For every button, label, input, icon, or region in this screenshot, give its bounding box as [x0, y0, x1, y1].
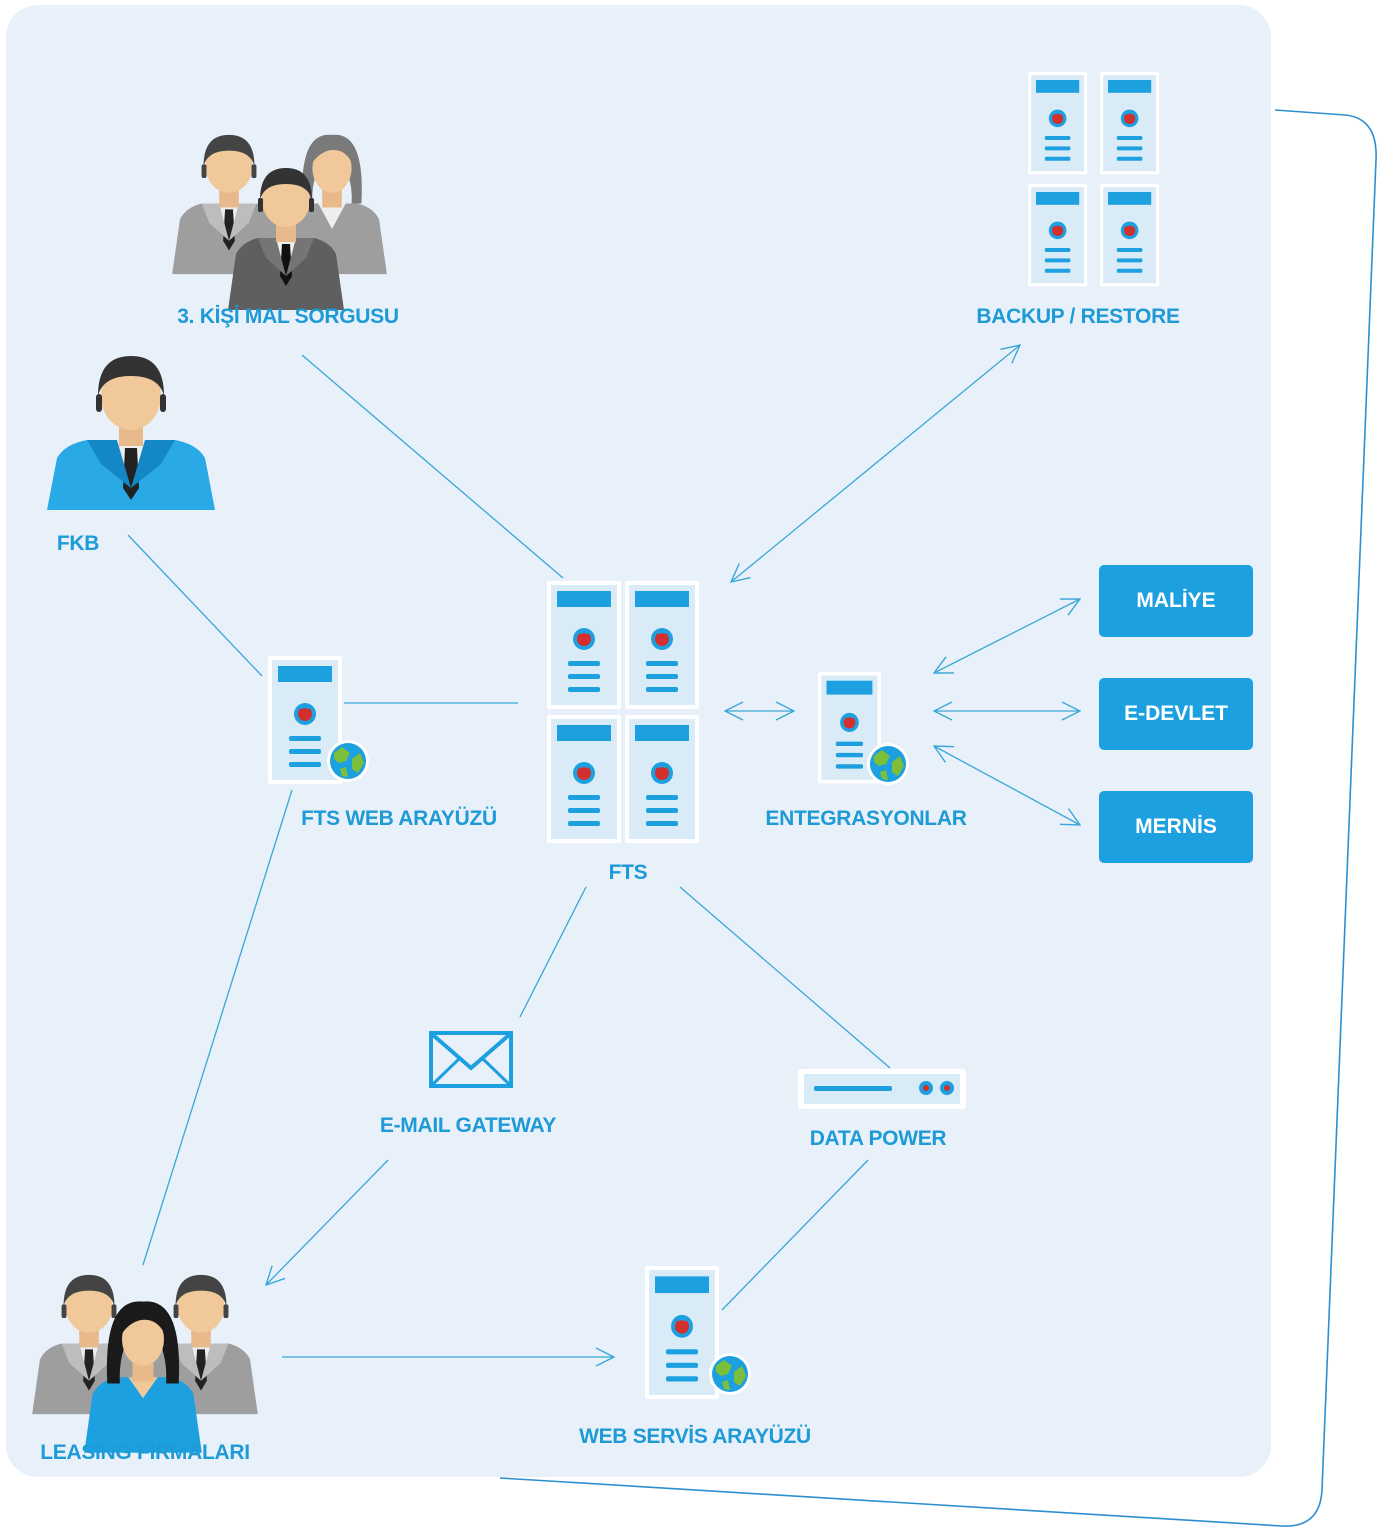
- backup-restore-label: BACKUP / RESTORE: [976, 305, 1180, 328]
- web-service-label: WEB SERVİS ARAYÜZÜ: [579, 1425, 811, 1448]
- connector-integrations-maliye: [934, 599, 1080, 673]
- back-sheet-outline: [499, 109, 1377, 1527]
- connector-backup-fts: [731, 345, 1020, 582]
- connector-ftsweb-leasing: [142, 789, 293, 1266]
- fkb-label: FKB: [56, 532, 100, 555]
- data-power-label: DATA POWER: [809, 1127, 947, 1150]
- leasing-firms-label: LEASING FİRMALARI: [40, 1441, 250, 1464]
- connector-fts-datapower: [679, 886, 891, 1069]
- fts-label: FTS: [608, 861, 648, 884]
- fts-web-label: FTS WEB ARAYÜZÜ: [301, 807, 497, 830]
- envelope-icon: [429, 1031, 513, 1088]
- mernis-button[interactable]: MERNİS: [1099, 791, 1253, 863]
- connector-fkb-ftsweb: [127, 534, 263, 677]
- e-devlet-button[interactable]: E-DEVLET: [1099, 678, 1253, 750]
- connector-email-leasing: [266, 1159, 389, 1285]
- third-party-query-label: 3. KİŞİ MAL SORGUSU: [177, 305, 399, 328]
- connector-integrations-mernis: [934, 746, 1080, 825]
- connector-datapower-webservice: [721, 1159, 869, 1311]
- email-gateway-label: E-MAIL GATEWAY: [379, 1114, 557, 1137]
- appliance-icon: [798, 1069, 966, 1109]
- connector-fts-email: [519, 886, 587, 1018]
- connectors: [127, 345, 1080, 1357]
- maliye-button[interactable]: MALİYE: [1099, 565, 1253, 637]
- connector-thirdparty-fts: [301, 354, 564, 579]
- integrations-label: ENTEGRASYONLAR: [765, 807, 967, 830]
